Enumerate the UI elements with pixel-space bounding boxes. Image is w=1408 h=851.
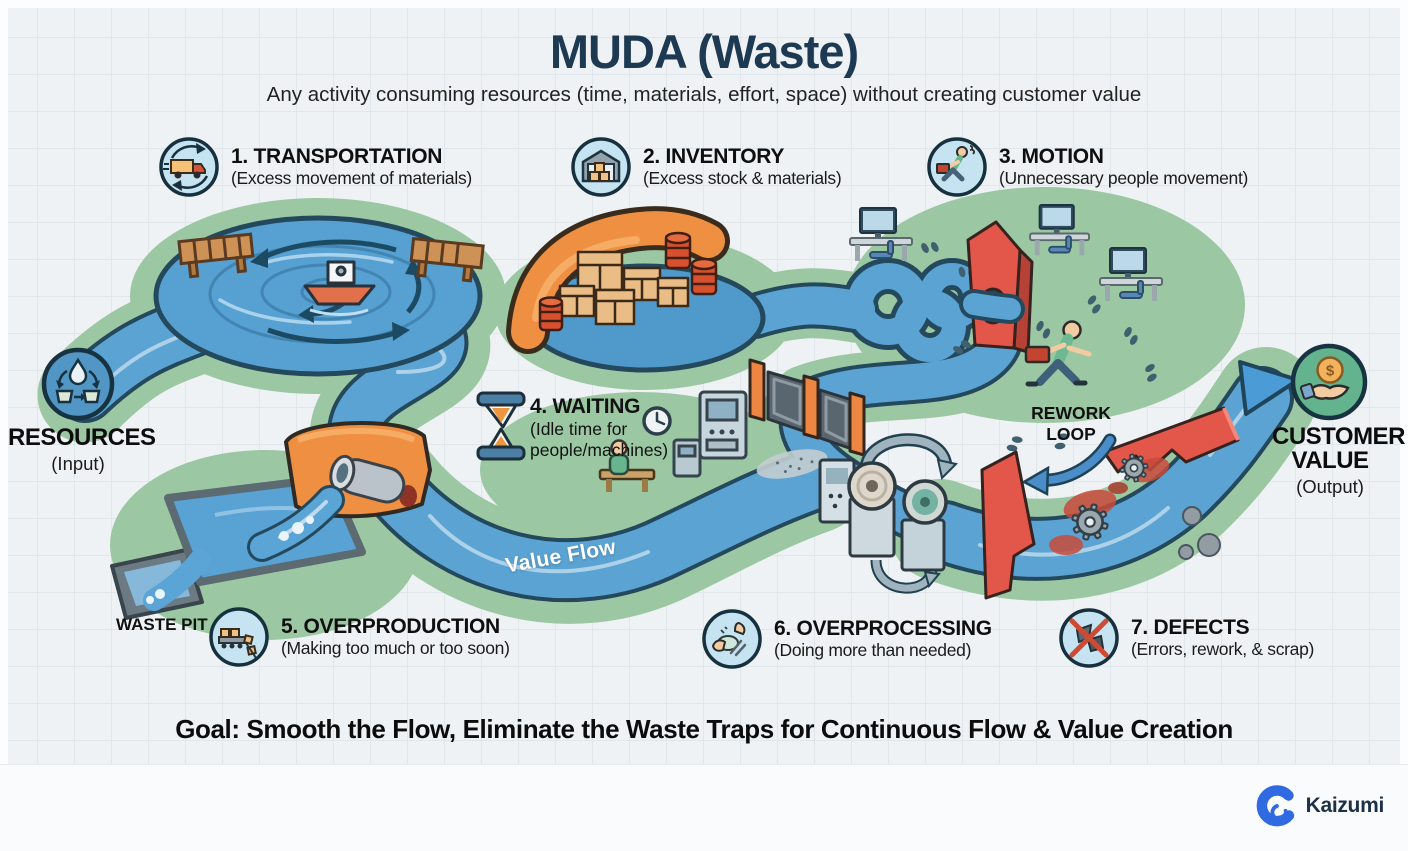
page-title: MUDA (Waste) bbox=[549, 25, 859, 78]
waste-desc: (Making too much or too soon) bbox=[281, 637, 510, 658]
output-arrow bbox=[1238, 360, 1300, 416]
rework-loop-arrow bbox=[1021, 433, 1117, 497]
waste-label-defects: 7. DEFECTS (Errors, rework, & scrap) bbox=[1058, 607, 1314, 669]
waste-title: 6. OVERPROCESSING bbox=[774, 617, 992, 641]
polishing-machines bbox=[818, 433, 958, 594]
running-person-icon bbox=[927, 137, 987, 197]
waste-label-inventory: 2. INVENTORY (Excess stock & materials) bbox=[570, 136, 842, 198]
stock-boxes bbox=[558, 250, 690, 326]
waste-title: 3. MOTION bbox=[999, 145, 1104, 169]
waste-desc: (Excess stock & materials) bbox=[643, 167, 842, 188]
waste-label-transportation: 1. TRANSPORTATION (Excess movement of ma… bbox=[158, 136, 472, 198]
flow-gates bbox=[748, 358, 866, 479]
coin-dollar-glyph: $ bbox=[1326, 363, 1335, 380]
waiting-zone bbox=[476, 390, 748, 492]
waste-desc: (Idle time for people/machines) bbox=[530, 419, 669, 460]
conveyor-icon bbox=[209, 607, 269, 667]
waste-desc: (Excess movement of materials) bbox=[231, 167, 472, 188]
customer-title-line1: CUSTOMER bbox=[1272, 423, 1405, 450]
truck-cycle-icon bbox=[159, 137, 219, 197]
running-person-figure bbox=[1024, 320, 1092, 387]
waste-label-motion: 3. MOTION (Unnecessary people movement) bbox=[926, 136, 1248, 198]
waste-label-waiting: 4. WAITING (Idle time for people/machine… bbox=[530, 395, 670, 461]
page-subtitle: Any activity consuming resources (time, … bbox=[266, 83, 1142, 106]
control-panels-icon bbox=[672, 390, 748, 478]
customer-title-line2: VALUE bbox=[1291, 447, 1369, 474]
broken-part-icon bbox=[1059, 608, 1119, 668]
waste-desc: (Errors, rework, & scrap) bbox=[1131, 638, 1315, 659]
motion-zone bbox=[849, 204, 1163, 453]
customer-sub: (Output) bbox=[1296, 476, 1364, 497]
whirlpool bbox=[153, 215, 485, 377]
clock-icon bbox=[642, 406, 672, 436]
waste-desc: (Doing more than needed) bbox=[774, 639, 972, 660]
rework-line2: LOOP bbox=[1046, 424, 1096, 444]
waste-title: 2. INVENTORY bbox=[643, 145, 785, 169]
resources-endpoint-icon bbox=[40, 346, 116, 422]
hand-coin-icon: $ bbox=[1290, 343, 1368, 421]
kaizumi-c-logo bbox=[1256, 785, 1294, 827]
defects-zone bbox=[980, 406, 1240, 600]
polishing-icon bbox=[702, 609, 762, 669]
waste-title: 1. TRANSPORTATION bbox=[231, 145, 443, 169]
dock-left-icon bbox=[177, 232, 255, 279]
waste-title: 7. DEFECTS bbox=[1131, 616, 1250, 640]
customer-endpoint-label: CUSTOMER VALUE (Output) bbox=[1272, 423, 1405, 498]
resource-cycle-icon bbox=[41, 347, 115, 421]
waste-desc: (Unnecessary people movement) bbox=[999, 167, 1249, 188]
hourglass-icon bbox=[476, 391, 526, 461]
drain-pipe-icon bbox=[329, 454, 406, 504]
flow-arrows bbox=[250, 239, 422, 344]
sediment-spray bbox=[756, 449, 828, 479]
waste-label-overproduction: 5. OVERPRODUCTION (Making too much or to… bbox=[208, 606, 510, 668]
footer-strip: Kaizumi bbox=[0, 764, 1408, 851]
resources-sub: (Input) bbox=[51, 453, 105, 474]
goal-statement: Goal: Smooth the Flow, Eliminate the Was… bbox=[175, 714, 1233, 744]
rework-line1: REWORK bbox=[1031, 403, 1111, 423]
stock-barrels bbox=[538, 231, 718, 332]
dock-right-icon bbox=[409, 236, 485, 283]
rework-loop-label: REWORK LOOP bbox=[1016, 403, 1126, 445]
inventory-dam bbox=[506, 206, 766, 373]
resources-endpoint-label: RESOURCES (Input) bbox=[8, 424, 156, 475]
brand-name: Kaizumi bbox=[1305, 794, 1385, 817]
waste-pit-label: WASTE PIT bbox=[116, 615, 208, 634]
waste-label-overprocessing: 6. OVERPROCESSING (Doing more than neede… bbox=[701, 608, 992, 670]
overproduction-weir bbox=[247, 421, 432, 562]
waste-title: 4. WAITING bbox=[530, 395, 641, 418]
waste-title: 5. OVERPRODUCTION bbox=[281, 615, 500, 639]
boat-icon bbox=[303, 260, 376, 316]
warehouse-icon bbox=[571, 137, 631, 197]
customer-endpoint-icon: $ bbox=[1289, 342, 1369, 422]
brand-lockup: Kaizumi bbox=[1256, 785, 1384, 827]
debris-rocks bbox=[1178, 506, 1221, 560]
resources-title: RESOURCES bbox=[8, 424, 156, 451]
waiting-person-figure bbox=[598, 439, 656, 492]
